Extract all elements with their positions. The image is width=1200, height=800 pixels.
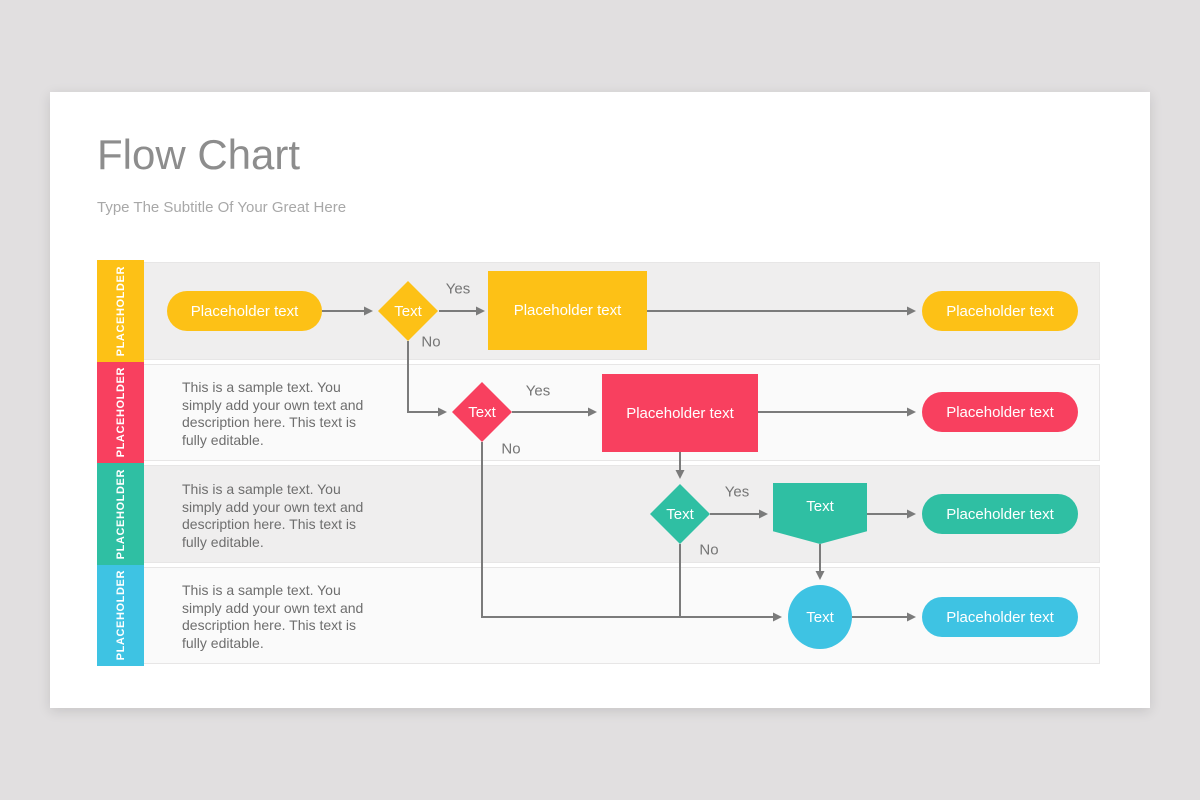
end-node-row2: Placeholder text	[922, 392, 1078, 432]
end-node-row4: Placeholder text	[922, 597, 1078, 637]
process-node-row2: Placeholder text	[602, 374, 758, 452]
branch-label-yes: Yes	[724, 483, 750, 501]
branch-label-yes: Yes	[525, 382, 551, 400]
banner-node-row3: Text	[773, 483, 867, 544]
lane-tab-label: PLACEHOLDER	[114, 265, 127, 356]
terminal-node-row4: Text	[788, 585, 852, 649]
lane-tab-cyan: PLACEHOLDER	[97, 564, 144, 666]
start-node-row1: Placeholder text	[167, 291, 322, 331]
lane-description: This is a sample text. You simply add yo…	[182, 379, 364, 448]
slide-card: Flow Chart Type The Subtitle Of Your Gre…	[50, 92, 1150, 708]
page-subtitle: Type The Subtitle Of Your Great Here	[97, 199, 347, 216]
branch-label-yes: Yes	[445, 280, 471, 298]
lane-tab-yellow: PLACEHOLDER	[97, 260, 144, 362]
lane-tab-label: PLACEHOLDER	[114, 367, 127, 458]
end-node-row1: Placeholder text	[922, 291, 1078, 331]
lane-tab-label: PLACEHOLDER	[114, 570, 127, 661]
lane-description: This is a sample text. You simply add yo…	[182, 582, 364, 651]
lane-tab-label: PLACEHOLDER	[114, 468, 127, 559]
page-title: Flow Chart	[97, 131, 301, 178]
lane-tab-pink: PLACEHOLDER	[97, 361, 144, 463]
process-node-row1: Placeholder text	[488, 271, 647, 350]
lane-description: This is a sample text. You simply add yo…	[182, 481, 364, 550]
end-node-row3: Placeholder text	[922, 494, 1078, 534]
branch-label-no: No	[699, 541, 719, 559]
branch-label-no: No	[501, 440, 521, 458]
branch-label-no: No	[421, 333, 441, 351]
lane-tab-teal: PLACEHOLDER	[97, 463, 144, 565]
